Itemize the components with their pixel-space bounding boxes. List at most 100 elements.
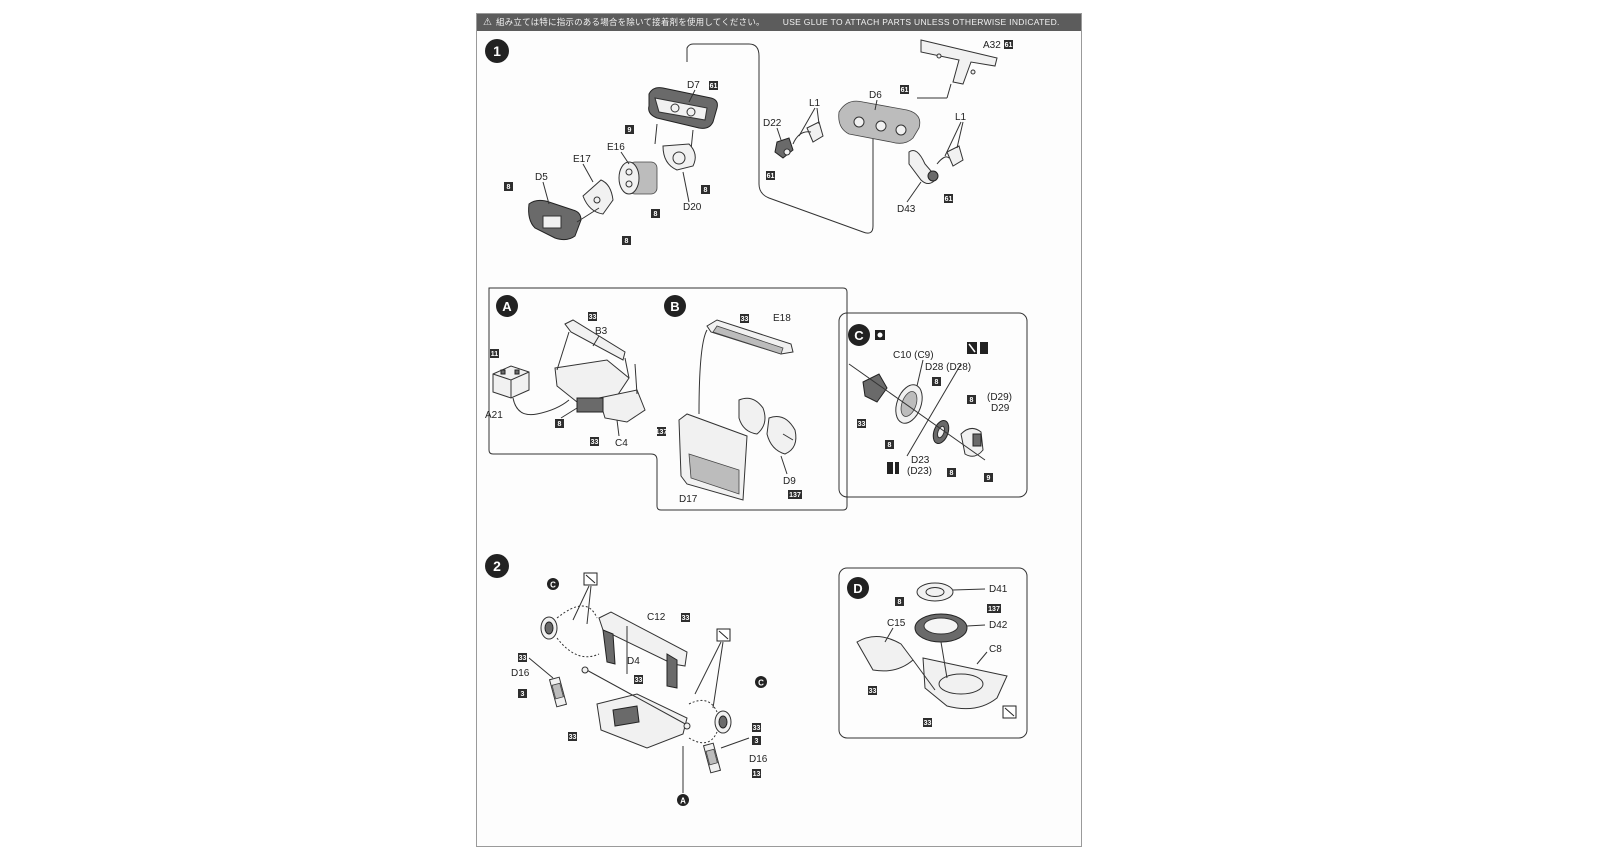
- label-D29: D29: [991, 403, 1010, 414]
- paint-tag: 61: [1004, 40, 1013, 49]
- part-C8-well: [922, 657, 1008, 710]
- sub-D-letter: D: [853, 581, 862, 596]
- svg-text:8: 8: [507, 184, 511, 191]
- svg-text:8: 8: [704, 187, 708, 194]
- svg-text:137: 137: [988, 606, 1000, 613]
- paint-tag: 3: [752, 736, 761, 745]
- svg-text:33: 33: [869, 688, 877, 695]
- part-D23-rotor: [932, 419, 950, 445]
- svg-text:33: 33: [589, 314, 597, 321]
- part-D42-tire: [914, 613, 968, 643]
- svg-text:61: 61: [1005, 42, 1013, 49]
- svg-text:33: 33: [924, 720, 932, 727]
- label-E17: E17: [573, 154, 591, 165]
- part-hub-right: [714, 710, 732, 734]
- step-1-number: 1: [493, 43, 501, 59]
- paint-tag: 8: [932, 377, 941, 386]
- sub-D-badge: D: [847, 577, 869, 599]
- paint-tag: 33: [923, 718, 932, 727]
- paint-tag: 33: [568, 732, 577, 741]
- paint-tag: 11: [490, 349, 499, 358]
- paint-tag: 61: [709, 81, 718, 90]
- label-D7: D7: [687, 80, 700, 91]
- paint-tag: 33: [634, 675, 643, 684]
- part-black-block: [576, 397, 604, 413]
- paint-tag: 33: [518, 653, 527, 662]
- svg-text:33: 33: [858, 421, 866, 428]
- panel-D: [838, 567, 1028, 739]
- svg-text:33: 33: [635, 677, 643, 684]
- svg-text:13: 13: [753, 771, 761, 778]
- paint-tag: 33: [857, 419, 866, 428]
- paint-tag: 8: [701, 185, 710, 194]
- ref-C-left: C: [547, 578, 559, 590]
- glue-icon-left: [583, 572, 598, 586]
- panel-C: [838, 312, 1028, 498]
- sub-C-letter: C: [854, 328, 864, 343]
- paint-tag: 61: [900, 85, 909, 94]
- part-D5: [528, 199, 582, 241]
- part-hub-left: [540, 616, 558, 640]
- sub-C-badge: C: [848, 324, 870, 346]
- part-steering-box: [612, 705, 640, 727]
- svg-text:8: 8: [888, 442, 892, 449]
- step-1-badge: 1: [485, 39, 509, 63]
- part-C12-crossmember: [598, 611, 688, 689]
- label-D23-paren: (D23): [907, 466, 932, 477]
- label-C12: C12: [647, 612, 666, 623]
- svg-text:8: 8: [558, 421, 562, 428]
- part-D29-caliper: [960, 428, 984, 457]
- label-D9: D9: [783, 476, 796, 487]
- part-D41-wheel: [916, 582, 954, 602]
- pin-icon-lower: [887, 462, 899, 474]
- paint-tag: 8: [651, 209, 660, 218]
- glue-note-jp: 組み立ては特に指示のある場合を除いて接着剤を使用してください。: [495, 17, 765, 27]
- part-A32: [920, 39, 998, 85]
- paint-tag: 61: [944, 194, 953, 203]
- step-2-badge: 2: [485, 554, 509, 578]
- paint-tag: 33: [588, 312, 597, 321]
- instruction-sheet: ⚠組み立ては特に指示のある場合を除いて接着剤を使用してください。USE GLUE…: [476, 13, 1082, 847]
- paint-tag: 8: [885, 440, 894, 449]
- part-D20: [662, 143, 696, 171]
- label-D16-left: D16: [511, 668, 530, 679]
- svg-text:11: 11: [491, 351, 499, 358]
- part-D7: [648, 87, 718, 129]
- label-D4: D4: [627, 656, 640, 667]
- paint-tag: 9: [984, 473, 993, 482]
- svg-text:8: 8: [625, 238, 629, 245]
- svg-text:33: 33: [569, 734, 577, 741]
- part-D9-fans: [738, 397, 797, 455]
- part-B3-frame: [554, 319, 646, 423]
- label-L1-right: L1: [955, 112, 967, 123]
- label-D42: D42: [989, 620, 1008, 631]
- label-D17: D17: [679, 494, 698, 505]
- svg-text:C: C: [550, 581, 556, 590]
- label-C8: C8: [989, 644, 1002, 655]
- label-C4: C4: [615, 438, 628, 449]
- pin-icon: [967, 342, 988, 354]
- part-E17: [582, 179, 614, 215]
- label-C10: C10 (C9): [893, 350, 934, 361]
- svg-text:33: 33: [591, 439, 599, 446]
- sub-A-letter: A: [502, 299, 512, 314]
- scale-icon: [875, 330, 885, 340]
- svg-text:8: 8: [970, 397, 974, 404]
- label-D28: D28 (D28): [925, 362, 971, 373]
- label-D16-right: D16: [749, 754, 768, 765]
- svg-text:137: 137: [656, 429, 668, 436]
- svg-text:137: 137: [789, 492, 801, 499]
- assembly-diagram: 1 D7 61 9 D20 8 E16 8: [485, 39, 1028, 806]
- svg-text:3: 3: [521, 691, 525, 698]
- paint-tag: 137: [788, 490, 802, 499]
- paint-tag: 137: [656, 427, 668, 436]
- label-A32: A32: [983, 40, 1001, 51]
- ref-A-bottom: A: [677, 794, 689, 806]
- part-D16-shock-left: [548, 676, 568, 708]
- svg-text:9: 9: [987, 475, 991, 482]
- paint-tag: 8: [555, 419, 564, 428]
- label-L1: L1: [809, 98, 821, 109]
- label-D41: D41: [989, 584, 1008, 595]
- part-L1-right: [946, 145, 964, 167]
- svg-text:8: 8: [935, 379, 939, 386]
